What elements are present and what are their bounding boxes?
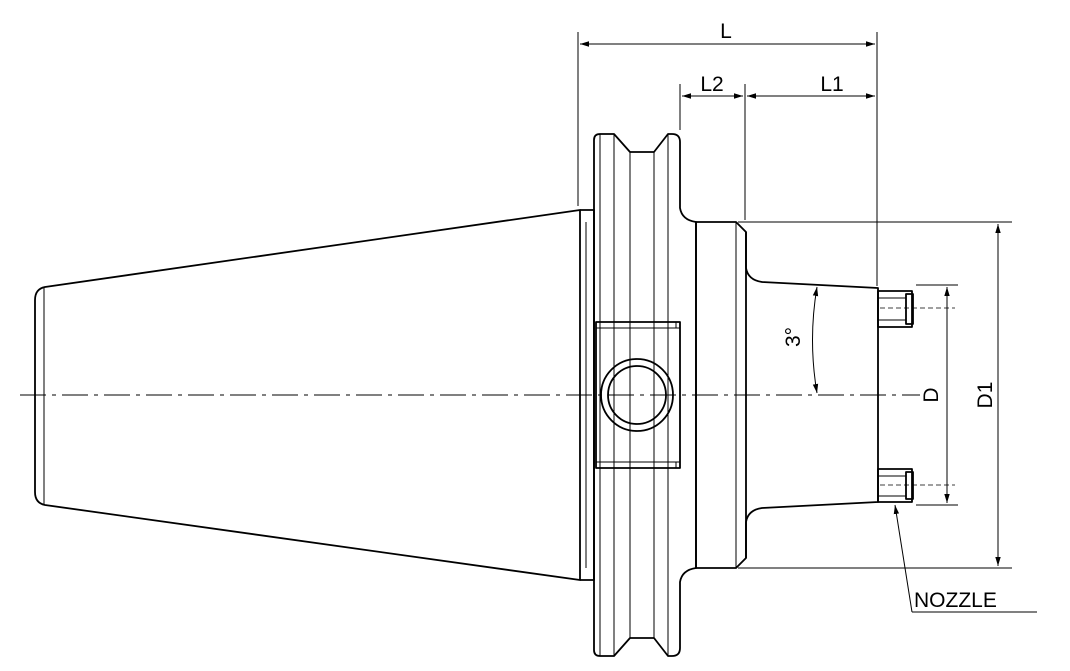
angle-label: 3°: [782, 327, 805, 347]
tapped-hole-outer: [600, 358, 674, 432]
dim-label-L1: L1: [820, 73, 843, 96]
nose-body: [745, 232, 879, 558]
nozzle-bottom-tip: [905, 471, 914, 500]
nozzle-leader: [893, 504, 913, 613]
nozzle-top: [877, 290, 913, 328]
nozzle-label: NOZZLE: [914, 589, 997, 612]
taper-shank: [34, 209, 581, 581]
nozzle-bottom: [877, 468, 913, 503]
dim-label-L2: L2: [700, 73, 723, 96]
dim-label-D: D: [920, 387, 943, 402]
dim-label-L: L: [720, 20, 732, 43]
drive-key-slot: [595, 321, 681, 469]
tapped-hole-inner: [607, 365, 667, 425]
angle-arc: [812, 286, 819, 394]
nozzle-top-tip: [905, 293, 914, 325]
dim-label-D1: D1: [974, 382, 997, 409]
drive-key-slot-corner: [599, 322, 677, 468]
